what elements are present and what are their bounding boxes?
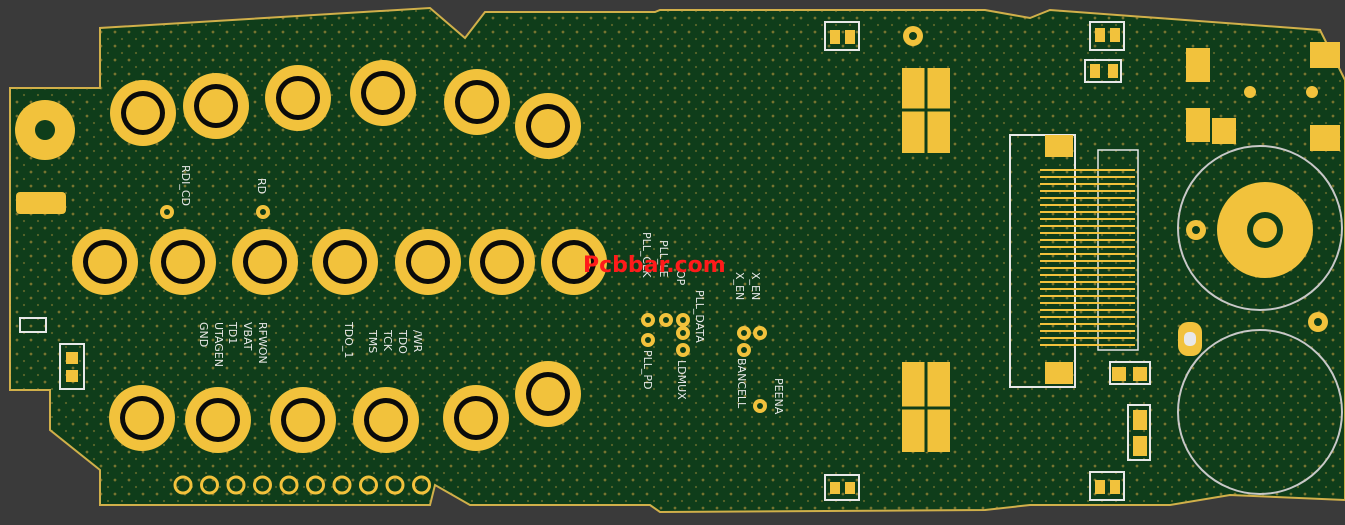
test-pad [226, 475, 246, 495]
test-pad [173, 475, 193, 495]
keypad-row-2 [72, 229, 607, 295]
label-pll-le: PLL_LE [657, 240, 670, 278]
watermark: Pcbbar.com [583, 253, 726, 278]
label-tms: TMS [366, 329, 379, 353]
test-pad [200, 475, 219, 495]
label-pll-pd: PLL_PD [641, 350, 654, 390]
label-wr: /WR [411, 330, 424, 353]
fpc-traces [1040, 169, 1135, 346]
side-pad [16, 192, 66, 214]
label-bancell: BANCELL [735, 358, 748, 409]
mid-test-points [641, 313, 767, 413]
label-ldmux: LDMUX [675, 360, 688, 400]
label-td1: TD1 [226, 321, 239, 344]
label-tck: TCK [381, 329, 394, 352]
label-vbat: VBAT [241, 322, 254, 351]
label-utagen: UTAGEN [212, 322, 225, 367]
label-op: OP [674, 270, 687, 286]
mounting-hole-left [15, 100, 75, 160]
label-gnd: GND [197, 322, 210, 347]
label-rd: RD [255, 178, 268, 194]
test-pad [279, 475, 299, 495]
test-pad [412, 475, 431, 495]
test-pad [253, 475, 272, 495]
label-x-en-1: X_EN [733, 272, 746, 300]
battery-contact-pad [1186, 86, 1328, 332]
test-pad [359, 475, 378, 495]
label-tdo1: TDO_1 [342, 321, 355, 358]
label-x-en-2: X_EN [749, 272, 762, 300]
label-pll-clk: PLL_CLK [640, 232, 653, 278]
keypad-row-3 [109, 361, 581, 453]
label-tdo: TDO [396, 329, 409, 354]
side-pad [59, 343, 85, 390]
side-pad [19, 317, 47, 333]
label-rfwon: RFWON [256, 322, 269, 364]
label-pll-data: PLL_DATA [693, 290, 706, 343]
rf-shield-pads [902, 26, 950, 452]
battery-contact-outline [1177, 145, 1343, 495]
label-peena: PEENA [772, 378, 785, 415]
smd-components [824, 21, 1151, 501]
bottom-test-pads [173, 475, 431, 495]
polarity-pad [1178, 322, 1202, 356]
keypad-row-1 [110, 60, 581, 159]
test-pad [332, 475, 352, 495]
label-rdi-cd: RDI_CD [179, 165, 192, 206]
test-pad [306, 475, 325, 495]
test-pad [385, 475, 405, 495]
